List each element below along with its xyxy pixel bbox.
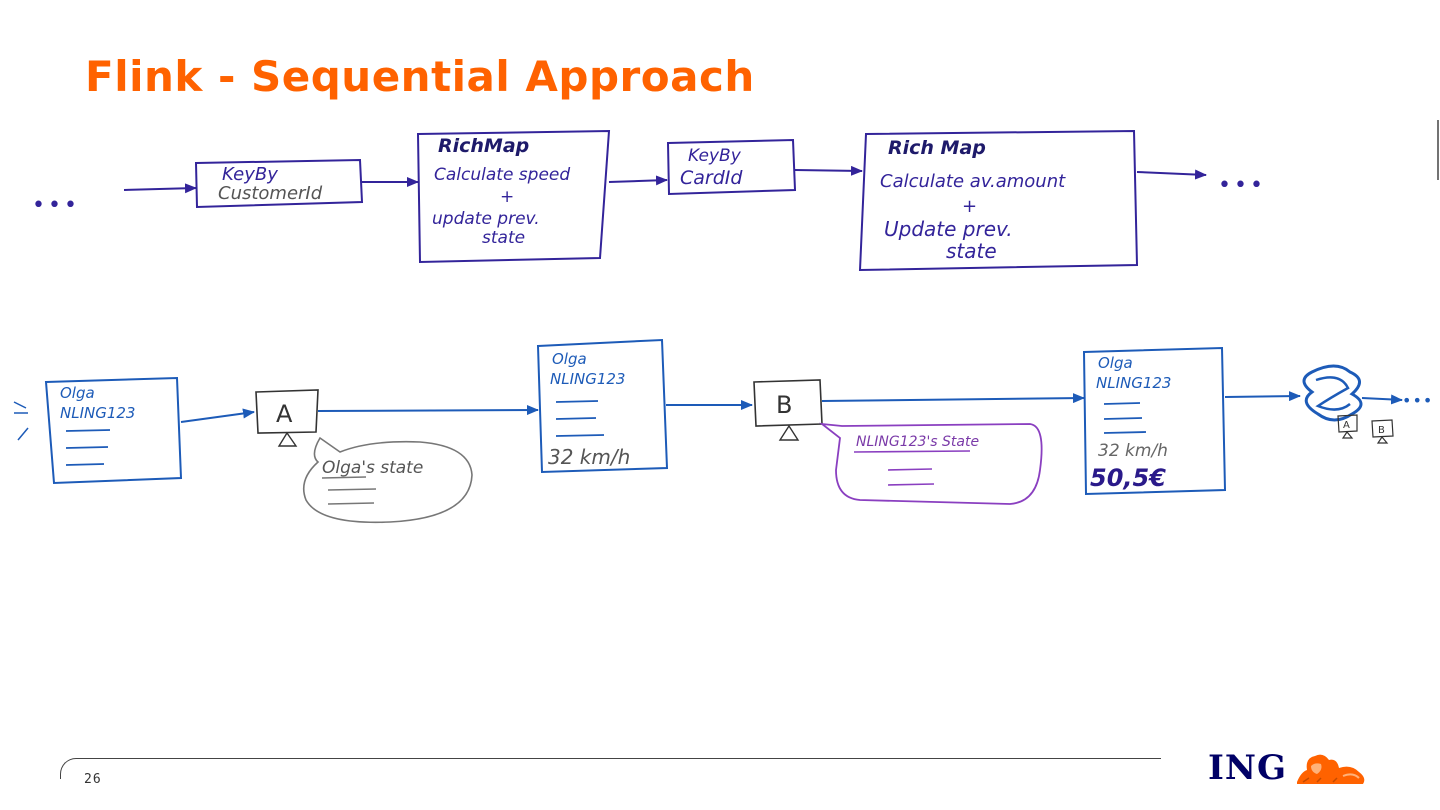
richmap-amount-line1: Calculate av.amount xyxy=(880,171,1066,192)
mini-operator-b: B xyxy=(1371,419,1394,444)
keyby-card-box: KeyBy CardId xyxy=(666,138,797,196)
arrow-to-keyby-card xyxy=(608,175,668,186)
state-b-label: NLING123's State xyxy=(856,434,979,450)
arrow-to-ellipsis-right xyxy=(1136,169,1207,180)
arrow-to-operator-a xyxy=(180,408,255,423)
richmap-amount-title: Rich Map xyxy=(888,137,986,159)
pipeline-ellipsis-left: ••• xyxy=(32,193,80,218)
pipeline-ellipsis-right: ••• xyxy=(1218,173,1266,198)
record-2-speed: 32 km/h xyxy=(548,445,630,469)
arrow-to-record-2 xyxy=(317,405,539,416)
operator-b: B xyxy=(753,379,823,441)
logo-text: ING xyxy=(1208,748,1288,788)
mini-operator-a: A xyxy=(1337,414,1358,439)
record-1-name: Olga xyxy=(60,384,95,402)
record-2-lines xyxy=(555,400,605,437)
operator-b-label: B xyxy=(776,391,792,419)
motion-marks xyxy=(13,401,29,441)
keyby-card-key: CardId xyxy=(680,167,743,189)
record-2-name: Olga xyxy=(552,350,587,368)
arrow-to-richmap-amount xyxy=(794,165,863,176)
arrow-to-flow-ellipsis xyxy=(1361,394,1403,405)
keyby-customer-label: KeyBy xyxy=(222,164,278,185)
record-2-account: NLING123 xyxy=(550,370,625,388)
record-scribble-cluster xyxy=(1302,364,1363,422)
state-a-label: Olga's state xyxy=(322,458,423,478)
state-bubble-b: NLING123's State xyxy=(818,422,1043,505)
record-card-1: Olga NLING123 xyxy=(44,376,183,485)
richmap-speed-title: RichMap xyxy=(438,135,529,157)
richmap-amount-box: Rich Map Calculate av.amount + Update pr… xyxy=(858,129,1139,272)
richmap-speed-plus: + xyxy=(500,187,514,207)
record-3-lines xyxy=(1103,402,1147,434)
keyby-customer-box: KeyBy CustomerId xyxy=(194,158,364,209)
operator-a: A xyxy=(255,389,319,447)
record-3-account: NLING123 xyxy=(1096,374,1171,392)
record-3-speed: 32 km/h xyxy=(1098,441,1168,461)
operator-a-label: A xyxy=(276,400,293,428)
record-card-3: Olga NLING123 32 km/h 50,5€ xyxy=(1082,346,1227,496)
state-a-underline xyxy=(321,476,377,505)
arrow-to-record-3 xyxy=(821,393,1085,404)
richmap-speed-line1: Calculate speed xyxy=(434,165,570,185)
mini-operator-a-label: A xyxy=(1343,420,1350,431)
state-bubble-a: Olga's state xyxy=(302,436,473,524)
ing-logo: ING xyxy=(1208,748,1369,788)
page-number: 26 xyxy=(84,772,102,787)
mini-operator-b-label: B xyxy=(1378,425,1385,436)
state-b-underline xyxy=(853,450,971,486)
record-1-lines xyxy=(65,429,111,466)
record-card-2: Olga NLING123 32 km/h xyxy=(536,338,669,474)
arrow-to-scribble xyxy=(1224,391,1301,402)
richmap-amount-line2: Update prev. xyxy=(884,217,1013,241)
record-3-name: Olga xyxy=(1098,354,1133,372)
flow-ellipsis-right: ••• xyxy=(1402,391,1433,410)
richmap-speed-line3: state xyxy=(482,228,525,248)
slide-title: Flink - Sequential Approach xyxy=(85,52,755,101)
keyby-card-label: KeyBy xyxy=(688,146,742,166)
richmap-speed-box: RichMap Calculate speed + update prev. s… xyxy=(416,129,611,264)
lion-icon xyxy=(1297,754,1365,784)
keyby-customer-key: CustomerId xyxy=(218,183,323,204)
record-1-account: NLING123 xyxy=(60,404,135,422)
record-3-amount: 50,5€ xyxy=(1090,464,1166,492)
flow-row: Olga NLING123 A Olga's state Olga NLING1… xyxy=(13,338,1433,524)
pipeline-row: ••• KeyBy CustomerId RichMap Calculate s… xyxy=(32,129,1266,272)
richmap-speed-line2: update prev. xyxy=(432,209,540,229)
footer-divider xyxy=(60,758,1161,779)
richmap-amount-plus: + xyxy=(962,196,977,217)
arrow-to-keyby-customer xyxy=(123,183,197,194)
richmap-amount-line3: state xyxy=(946,239,997,263)
